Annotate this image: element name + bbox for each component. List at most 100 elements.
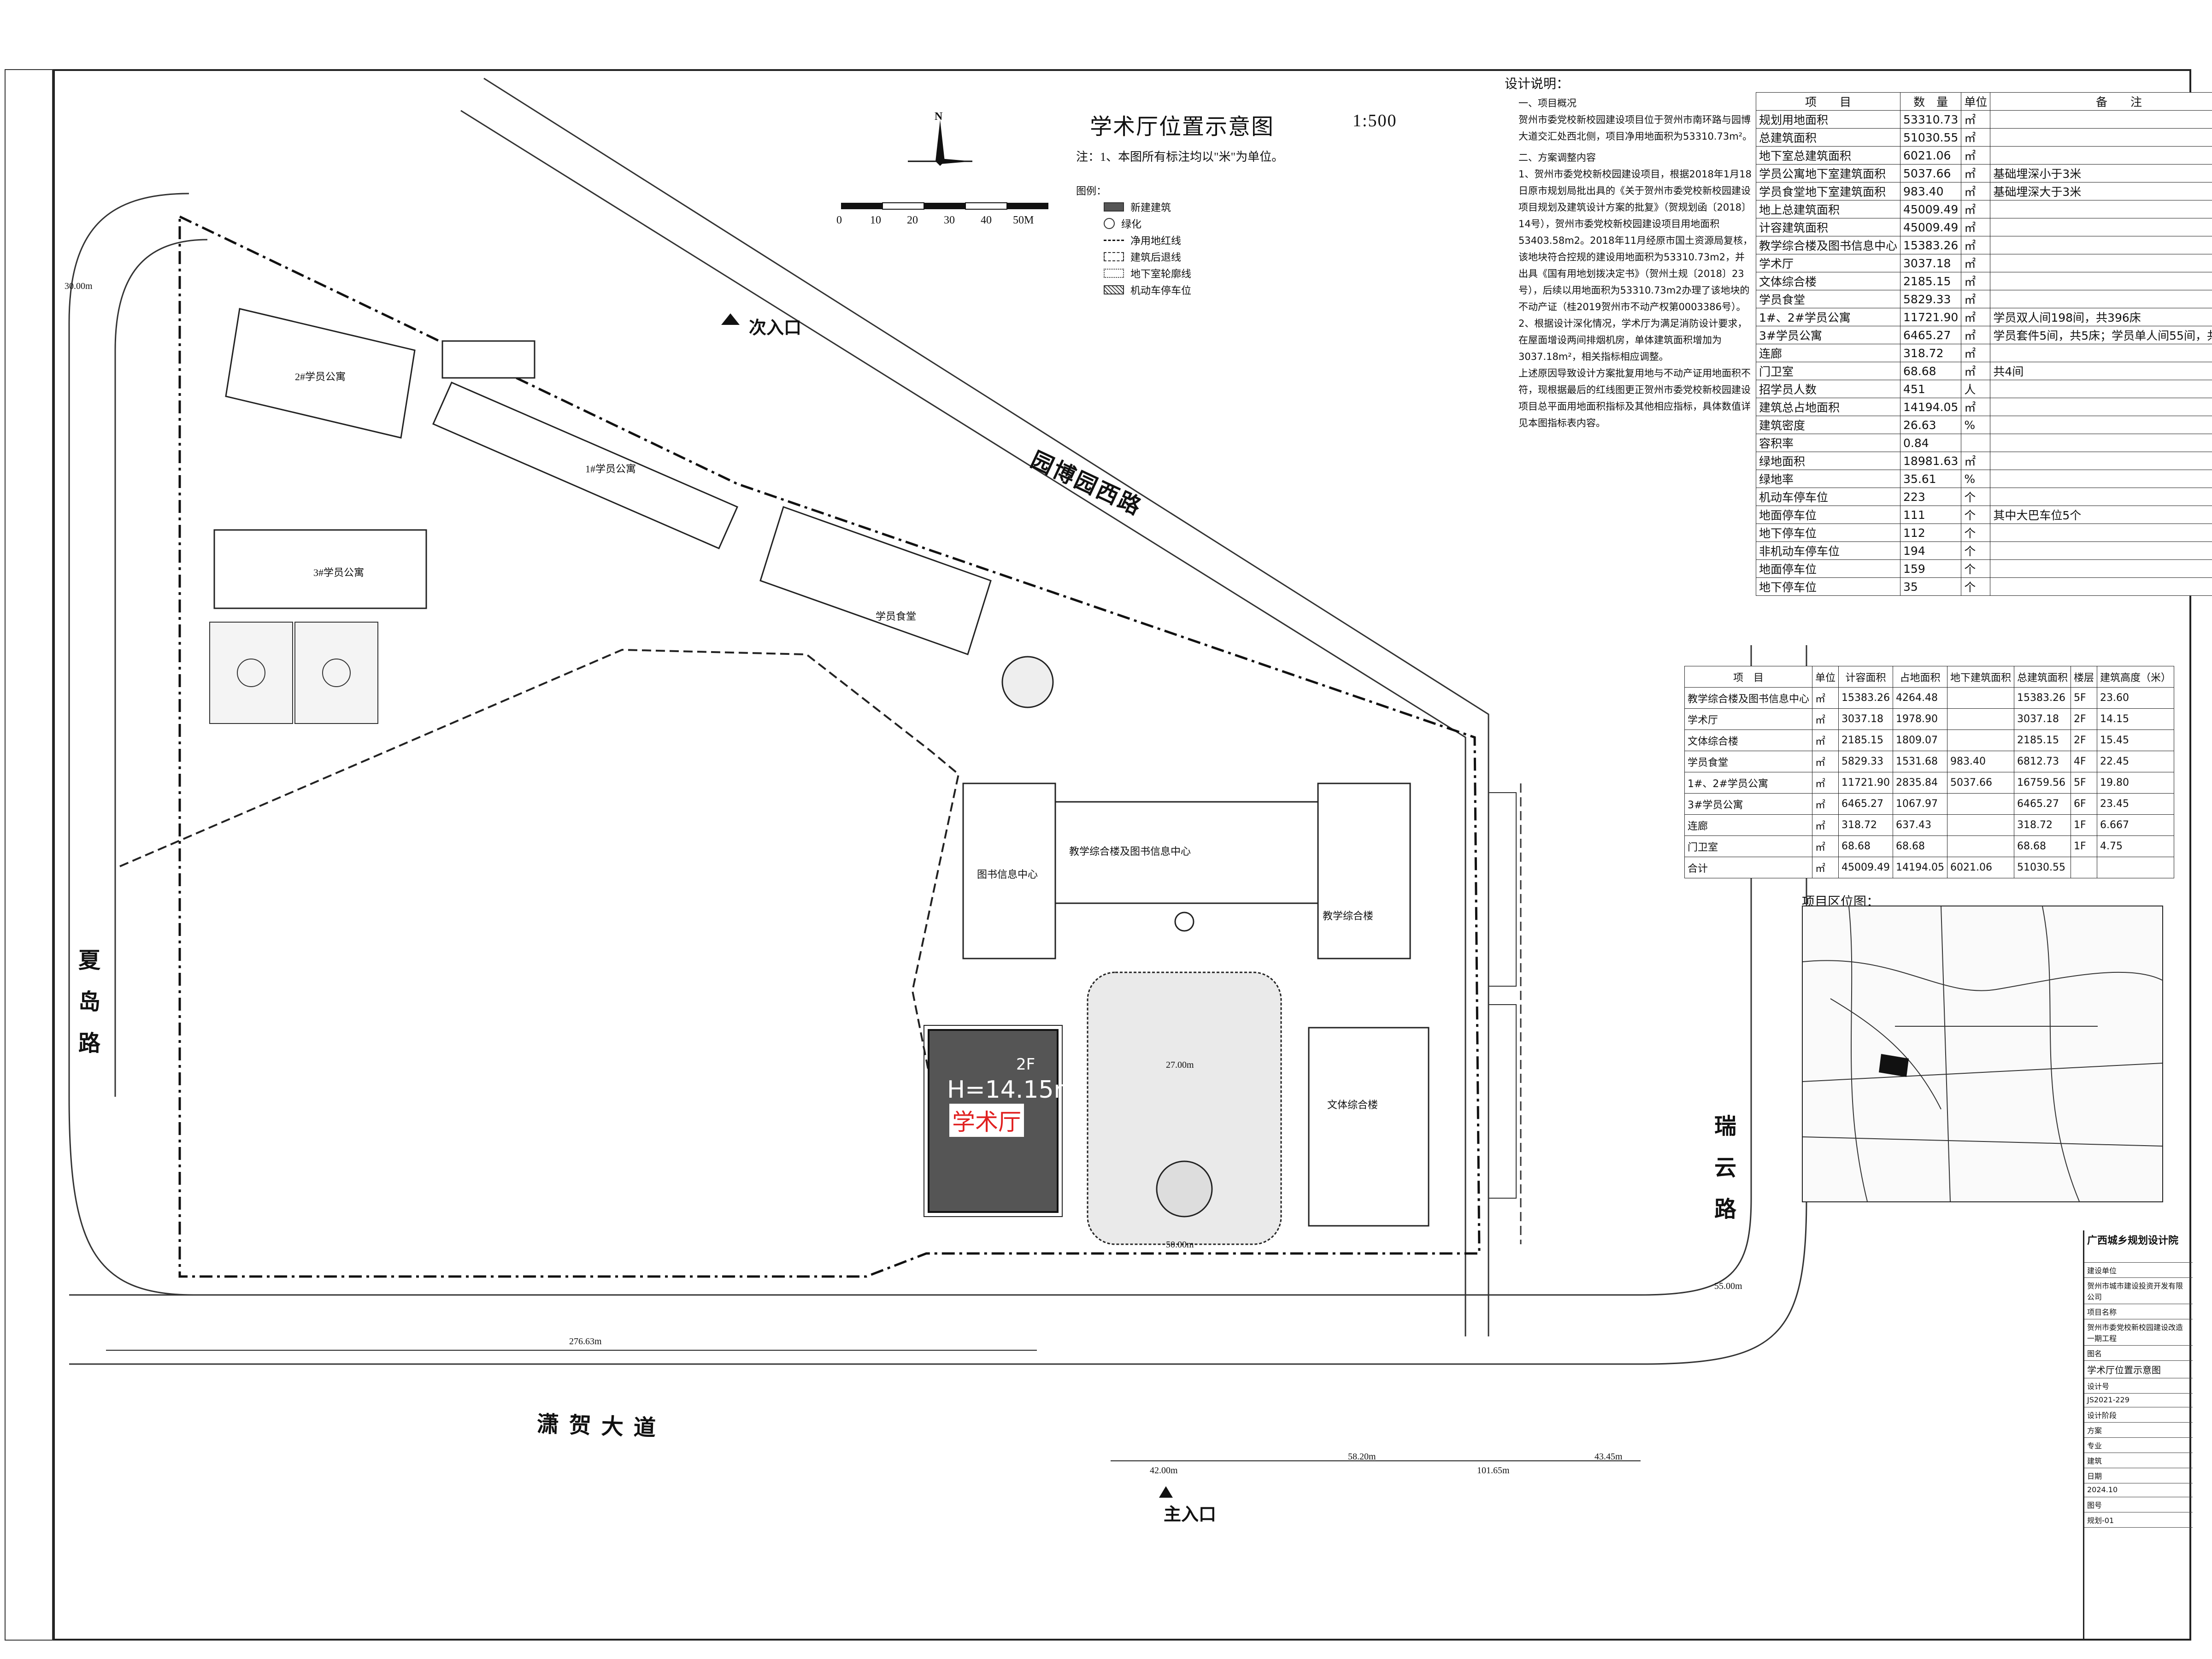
table-cell: ㎡ xyxy=(1961,236,1991,254)
road-west-label: 夏岛路 xyxy=(78,948,103,1056)
dim-label: 43.45m xyxy=(1594,1452,1623,1462)
secondary-entrance-label: 次入口 xyxy=(749,318,802,338)
table-cell: 6812.73 xyxy=(2014,751,2071,772)
teaching-complex xyxy=(962,656,1430,1245)
col-header: 项 目 xyxy=(1755,92,1901,111)
table-cell: 14.15 xyxy=(2097,708,2175,730)
table-cell: 45009.49 xyxy=(1900,200,1962,218)
description-para: 上述原因导致设计方案批复用地与不动产证用地面积不符，现根据最后的红线图更正贺州市… xyxy=(1518,368,1751,429)
table-cell: 绿地面积 xyxy=(1755,452,1901,470)
table-cell: ㎡ xyxy=(1961,218,1991,236)
table-cell xyxy=(1990,272,2212,290)
table-cell: 0.84 xyxy=(1900,434,1962,452)
table-cell: 文体综合楼 xyxy=(1755,272,1901,290)
table-cell: 地面停车位 xyxy=(1755,559,1901,578)
legend-label: 建筑后退线 xyxy=(1130,252,1182,264)
table-cell: 2185.15 xyxy=(1838,729,1894,751)
scale-bar xyxy=(841,202,1048,210)
institute-name: 广西城乡规划设计院 xyxy=(2084,1230,2193,1263)
tb-value: 方案 xyxy=(2084,1423,2193,1438)
basement-outline-icon xyxy=(1104,269,1124,278)
dimension-lines xyxy=(106,1350,1641,1461)
table-cell xyxy=(1990,128,2212,147)
dim-label: 58.20m xyxy=(1348,1452,1376,1462)
table-cell: 连廊 xyxy=(1684,814,1813,836)
table-cell xyxy=(1990,524,2212,542)
table-cell: 合计 xyxy=(1684,857,1813,878)
table-cell: 4F xyxy=(2071,751,2098,772)
location-map-graphic xyxy=(1803,906,2162,1201)
table-cell: 总建筑面积 xyxy=(1755,128,1901,147)
legend-label: 机动车停车位 xyxy=(1130,285,1192,297)
central-plaza xyxy=(1087,971,1282,1245)
table-cell: 建筑总占地面积 xyxy=(1755,398,1901,416)
table-cell: 共4间 xyxy=(1990,362,2212,380)
table-cell: 15383.26 xyxy=(2014,687,2071,709)
table-cell: ㎡ xyxy=(1961,182,1991,200)
table-cell: 人 xyxy=(1961,380,1991,398)
table-cell: 文体综合楼 xyxy=(1684,729,1813,751)
table-cell xyxy=(1947,708,2015,730)
table-cell: 个 xyxy=(1961,541,1991,560)
drawing-note: 注：1、本图所有标注均以"米"为单位。 xyxy=(1076,150,1284,164)
table-cell: 1F xyxy=(2071,835,2098,857)
table-cell: 学术厅 xyxy=(1684,708,1813,730)
parking-rows xyxy=(1488,792,1517,1199)
table-cell: 18981.63 xyxy=(1900,452,1962,470)
north-arrow-icon xyxy=(908,120,972,166)
table-cell: ㎡ xyxy=(1812,708,1839,730)
tb-label: 图名 xyxy=(2084,1346,2193,1361)
road-east-label: 瑞云路 xyxy=(1714,1114,1739,1222)
description-para: 1、贺州市委党校新校园建设项目，根据2018年1月18日原市规划局批出具的《关于… xyxy=(1518,169,1753,312)
table-cell xyxy=(1961,434,1991,452)
table-cell: 5037.66 xyxy=(1900,164,1962,182)
table-cell: ㎡ xyxy=(1961,452,1991,470)
table-cell: 个 xyxy=(1961,524,1991,542)
table-cell: 11721.90 xyxy=(1838,772,1894,794)
table-cell: 22.45 xyxy=(2097,751,2175,772)
table-cell xyxy=(1990,200,2212,218)
table-cell: 4264.48 xyxy=(1893,687,1947,709)
description-para: 二、方案调整内容 xyxy=(1518,152,1596,163)
dorm-2 xyxy=(225,308,416,439)
col-header: 单位 xyxy=(1961,92,1991,111)
building-label-dorm2: 2#学员公寓 xyxy=(295,371,346,382)
building-label-dorm3: 3#学员公寓 xyxy=(313,567,365,578)
teaching-wing xyxy=(1317,782,1411,959)
tb-value: 建筑 xyxy=(2084,1453,2193,1468)
table-cell: 983.40 xyxy=(1900,182,1962,200)
table-cell: ㎡ xyxy=(1961,254,1991,272)
scale-tick-20: 20 xyxy=(907,214,918,226)
table-cell: 6465.27 xyxy=(1900,326,1962,344)
table-cell: 规划用地面积 xyxy=(1755,110,1901,129)
table-cell: 基础埋深小于3米 xyxy=(1990,164,2212,182)
table-cell: 14194.05 xyxy=(1900,398,1962,416)
east-curve xyxy=(1640,830,1807,1365)
table-cell: ㎡ xyxy=(1961,308,1991,326)
table-cell: 地下停车位 xyxy=(1755,577,1901,596)
tb-label: 设计阶段 xyxy=(2084,1407,2193,1423)
table-cell: 51030.55 xyxy=(1900,128,1962,147)
table-cell: 112 xyxy=(1900,524,1962,542)
table-cell: 1F xyxy=(2071,814,2098,836)
col-header: 单位 xyxy=(1812,666,1839,688)
table-cell: 非机动车停车位 xyxy=(1755,541,1901,560)
table-cell: 连廊 xyxy=(1755,344,1901,362)
design-description: 设计说明： 一、项目概况 贺州市委党校新校园建设项目位于贺州市南环路与园博大道交… xyxy=(1505,74,1753,431)
site-red-line xyxy=(178,215,1481,1278)
table-cell: ㎡ xyxy=(1961,146,1991,165)
library-wing xyxy=(962,782,1056,959)
table-cell xyxy=(1990,254,2212,272)
table-cell: 个 xyxy=(1961,559,1991,578)
table-cell: 35 xyxy=(1900,577,1962,596)
table-cell: ㎡ xyxy=(1961,128,1991,147)
